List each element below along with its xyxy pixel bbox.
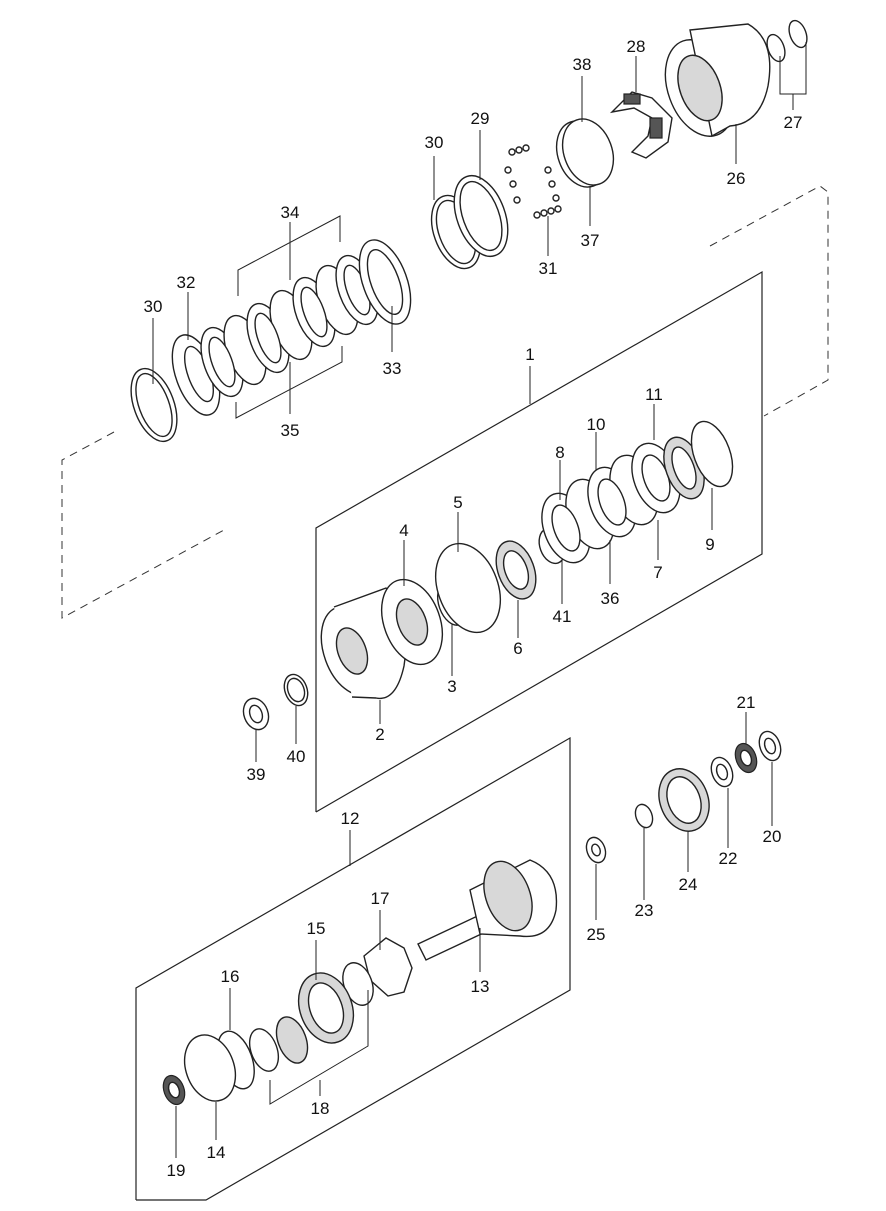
callout-17: 17 bbox=[371, 889, 390, 908]
callout-41: 41 bbox=[553, 607, 572, 626]
callout-30-upper: 30 bbox=[425, 133, 444, 152]
callout-19: 19 bbox=[167, 1161, 186, 1180]
dashed-outline-group bbox=[61, 185, 829, 619]
part-39-washer bbox=[242, 697, 270, 731]
part-30-snap-ring-left bbox=[130, 367, 178, 443]
callout-34: 34 bbox=[281, 203, 300, 222]
callout-5: 5 bbox=[453, 493, 462, 512]
part-15-ring-gear bbox=[297, 972, 355, 1044]
part-28-roller-cage bbox=[609, 91, 673, 159]
callout-24: 24 bbox=[679, 875, 698, 894]
callout-6: 6 bbox=[513, 639, 522, 658]
callout-8: 8 bbox=[555, 443, 564, 462]
callout-33: 33 bbox=[383, 359, 402, 378]
callout-28: 28 bbox=[627, 37, 646, 56]
part-35-plates-stack bbox=[200, 254, 379, 398]
callout-12: 12 bbox=[341, 809, 360, 828]
callout-35: 35 bbox=[281, 421, 300, 440]
part-18-bearing-set bbox=[248, 962, 374, 1105]
part-4-piston bbox=[380, 578, 444, 666]
callout-25: 25 bbox=[587, 925, 606, 944]
callout-13: 13 bbox=[471, 977, 490, 996]
part-13-output-shaft bbox=[417, 859, 558, 961]
part-14-snap-ring bbox=[183, 1034, 237, 1102]
part-40-seal bbox=[283, 673, 309, 707]
callout-40: 40 bbox=[287, 747, 306, 766]
callout-9: 9 bbox=[705, 535, 714, 554]
callout-37: 37 bbox=[581, 231, 600, 250]
part-17-thrust-plate bbox=[363, 937, 413, 997]
part-27-snap-rings bbox=[766, 19, 808, 63]
callout-32: 32 bbox=[177, 273, 196, 292]
callout-14: 14 bbox=[207, 1143, 226, 1162]
part-33-end-plate bbox=[358, 239, 412, 325]
callout-labels: 30 32 34 35 33 30 29 31 38 37 28 26 27 1… bbox=[144, 37, 803, 1180]
part-22-washer bbox=[710, 756, 734, 788]
part-19-washer bbox=[162, 1074, 186, 1106]
callout-31: 31 bbox=[539, 259, 558, 278]
part-5-return-spring bbox=[435, 542, 501, 634]
part-23-thrust-washer bbox=[634, 803, 654, 829]
callout-10: 10 bbox=[587, 415, 606, 434]
part-20-washer bbox=[758, 730, 782, 762]
part-8-36-10-7-clutch-pack bbox=[541, 442, 681, 564]
callout-15: 15 bbox=[307, 919, 326, 938]
callout-27: 27 bbox=[784, 113, 803, 132]
callout-3: 3 bbox=[447, 677, 456, 696]
assembly-outline-12 bbox=[135, 736, 571, 1201]
assembly-outline-1 bbox=[315, 270, 763, 813]
callout-30-left: 30 bbox=[144, 297, 163, 316]
callout-4: 4 bbox=[399, 521, 408, 540]
callout-2: 2 bbox=[375, 725, 384, 744]
callout-39: 39 bbox=[247, 765, 266, 784]
brackets-34-35 bbox=[235, 215, 343, 419]
part-31-springs bbox=[504, 144, 562, 219]
callout-29: 29 bbox=[471, 109, 490, 128]
callout-36: 36 bbox=[601, 589, 620, 608]
callout-11: 11 bbox=[645, 385, 663, 404]
callout-7: 7 bbox=[653, 563, 662, 582]
callout-20: 20 bbox=[763, 827, 782, 846]
part-37-38-seal-rings bbox=[555, 118, 615, 188]
part-24-ring-gear bbox=[658, 768, 710, 832]
callout-23: 23 bbox=[635, 901, 654, 920]
callout-22: 22 bbox=[719, 849, 738, 868]
callout-38: 38 bbox=[573, 55, 592, 74]
part-21-bearing bbox=[734, 742, 758, 774]
callout-21: 21 bbox=[737, 693, 756, 712]
callout-1: 1 bbox=[525, 345, 534, 364]
leader-lines bbox=[152, 42, 807, 1158]
part-6-bearing bbox=[495, 540, 537, 600]
part-9-snap-ring bbox=[690, 420, 734, 488]
callout-18: 18 bbox=[311, 1099, 330, 1118]
part-29-wave-spring bbox=[453, 174, 509, 258]
callout-16: 16 bbox=[221, 967, 240, 986]
part-25-tab-washer bbox=[585, 836, 607, 864]
callout-26: 26 bbox=[727, 169, 746, 188]
part-26-one-way-clutch-housing bbox=[664, 23, 771, 138]
